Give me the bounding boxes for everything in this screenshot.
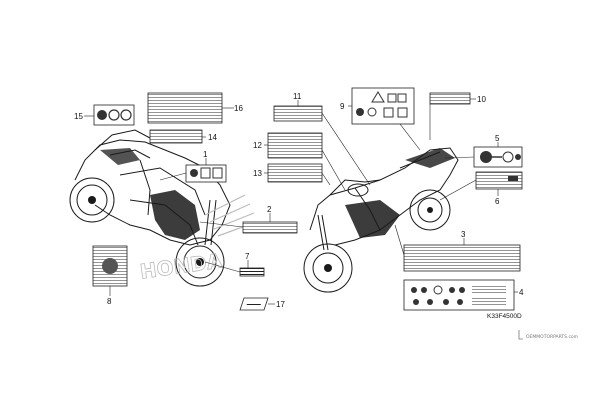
label-13 — [267, 163, 323, 183]
callout-2: 2 — [267, 205, 272, 214]
label-7 — [239, 267, 265, 277]
callout-14: 14 — [208, 133, 217, 142]
label-3 — [403, 244, 521, 272]
callout-7: 7 — [245, 252, 250, 261]
callout-17: 17 — [276, 300, 285, 309]
callout-11: 11 — [293, 92, 302, 101]
label-6 — [475, 171, 523, 190]
callout-15: 15 — [74, 112, 83, 121]
label-14 — [149, 129, 203, 144]
callout-3: 3 — [461, 230, 466, 239]
watermark-text: OEMMOTORPARTS.com — [526, 334, 578, 340]
callout-12: 12 — [253, 141, 262, 150]
callout-5: 5 — [495, 134, 500, 143]
label-10 — [429, 92, 471, 105]
callout-1: 1 — [203, 150, 208, 159]
leader-lines — [84, 98, 518, 305]
label-17 — [239, 297, 269, 311]
label-9 — [351, 87, 415, 125]
callout-13: 13 — [253, 169, 262, 178]
label-5 — [473, 146, 523, 168]
label-1 — [185, 164, 227, 183]
label-12 — [267, 132, 323, 159]
callout-9: 9 — [340, 102, 345, 111]
label-15 — [93, 104, 135, 126]
left-motorcycle-illustration: HONDA — [69, 129, 257, 287]
callout-10: 10 — [477, 95, 486, 104]
callout-8: 8 — [107, 297, 112, 306]
right-motorcycle-illustration — [303, 147, 459, 293]
label-11 — [273, 105, 323, 122]
label-2 — [242, 221, 298, 234]
label-4 — [403, 279, 515, 311]
honda-decal-text: HONDA — [138, 248, 224, 283]
label-16 — [147, 92, 223, 124]
callout-6: 6 — [495, 197, 500, 206]
label-8 — [92, 245, 128, 287]
watermark-logo-icon — [518, 330, 523, 340]
diagram-code: K33F4500D — [487, 313, 522, 320]
callout-4: 4 — [519, 288, 524, 297]
callout-16: 16 — [234, 104, 243, 113]
